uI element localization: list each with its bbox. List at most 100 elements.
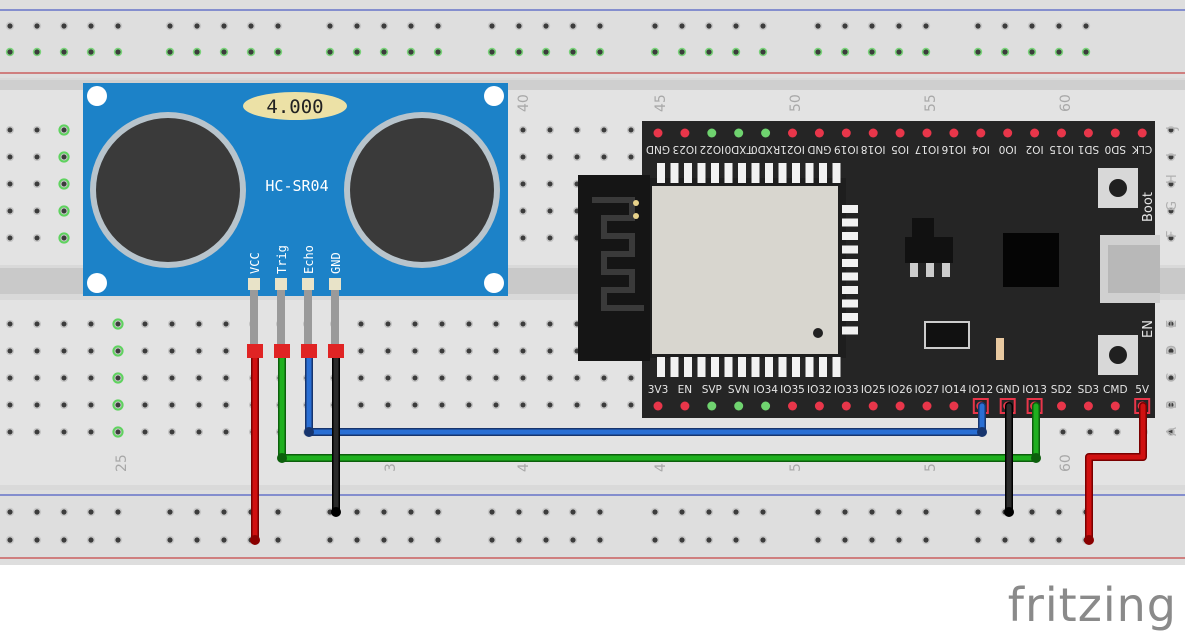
column-number: 4 bbox=[653, 463, 669, 472]
sensor-pin-pad bbox=[329, 278, 341, 290]
sensor-pin-pad bbox=[248, 278, 260, 290]
column-number: 4 bbox=[516, 463, 532, 472]
esp32-pin bbox=[976, 128, 986, 138]
esp32-pin bbox=[949, 128, 959, 138]
esp32-pin bbox=[922, 401, 932, 411]
esp32-top-pin-label: GND bbox=[807, 143, 831, 155]
pin-label-trig: Trig bbox=[275, 245, 289, 274]
mounting-hole bbox=[484, 273, 504, 293]
esp32-top-pin-label: IO4 bbox=[971, 143, 989, 155]
esp32-pin bbox=[922, 128, 932, 138]
esp32-bottom-pin-label: 5V bbox=[1135, 384, 1150, 396]
row-letter: E bbox=[1165, 320, 1180, 328]
esp32-pin bbox=[788, 401, 797, 411]
module-shield bbox=[652, 186, 838, 354]
module-pads bbox=[657, 163, 858, 377]
wires bbox=[251, 348, 1147, 544]
esp32-bottom-pin-label: CMD bbox=[1103, 384, 1127, 396]
esp32-pin bbox=[653, 401, 663, 411]
esp32-pin bbox=[761, 128, 771, 138]
esp32-bottom-pin-label: IO14 bbox=[942, 384, 967, 396]
esp32-pin bbox=[814, 401, 824, 411]
esp32-bottom-pin-label: SD3 bbox=[1078, 384, 1099, 396]
esp32-bottom-pin-label: IO33 bbox=[834, 384, 859, 396]
wire-trig-green[interactable] bbox=[279, 349, 1039, 461]
esp32-pin bbox=[788, 128, 797, 138]
row-letter: A bbox=[1165, 427, 1180, 436]
sensor-pin-pad bbox=[302, 278, 314, 290]
esp32-pin bbox=[1030, 128, 1040, 138]
row-letter: D bbox=[1165, 345, 1180, 355]
row-letter: F bbox=[1165, 231, 1180, 238]
esp32-pin bbox=[707, 128, 717, 138]
row-letter: G bbox=[1165, 201, 1180, 211]
bottom-power-rail bbox=[0, 490, 1185, 565]
mounting-hole bbox=[484, 86, 504, 106]
esp32-pin bbox=[1057, 401, 1066, 411]
esp32-top-pin-label: IO17 bbox=[915, 143, 940, 155]
esp32-pin bbox=[707, 401, 717, 411]
sensor-pin-leg bbox=[277, 290, 285, 350]
esp32-top-pin-label: TXD0 bbox=[725, 143, 754, 155]
esp32-pin bbox=[680, 401, 690, 411]
column-number: 45 bbox=[653, 94, 669, 112]
esp32-pin bbox=[653, 128, 663, 138]
esp32-bottom-pin-label: SVP bbox=[702, 384, 722, 396]
esp32-top-pin-label: IO18 bbox=[861, 143, 886, 155]
esp32-pin bbox=[680, 128, 690, 138]
esp32-bottom-pin-label: IO26 bbox=[888, 384, 913, 396]
mounting-hole bbox=[87, 273, 107, 293]
antenna-area bbox=[578, 175, 650, 361]
esp32-top-pin-label: GND bbox=[646, 143, 670, 155]
esp32-top-pin-label: IO21 bbox=[780, 143, 805, 155]
row-letter: J bbox=[1165, 126, 1180, 131]
esp32-pin bbox=[949, 401, 959, 411]
boot-label: Boot bbox=[1141, 192, 1156, 222]
column-number: 3 bbox=[383, 463, 399, 472]
usb-uart-chip bbox=[1003, 233, 1059, 287]
sensor-pin-leg bbox=[331, 290, 339, 350]
esp32-top-pin-label: SD0 bbox=[1105, 143, 1126, 155]
column-number: 25 bbox=[114, 454, 130, 472]
esp32-pin bbox=[814, 128, 824, 138]
pin-label-echo: Echo bbox=[302, 245, 316, 274]
top-power-rail bbox=[0, 0, 1185, 78]
esp32-pin bbox=[1057, 128, 1066, 138]
esp32-top-pin-label: IO0 bbox=[999, 143, 1017, 155]
column-number: 5 bbox=[788, 463, 804, 472]
esp32-bottom-pin-label: IO34 bbox=[753, 384, 778, 396]
esp32-bottom-pin-label: 3V3 bbox=[648, 384, 669, 396]
esp32-bottom-pin-label: GND bbox=[996, 384, 1020, 396]
esp32-pin bbox=[1137, 128, 1147, 138]
esp32-pin bbox=[868, 128, 878, 138]
esp32-top-pin-label: IO16 bbox=[941, 143, 966, 155]
row-letter: I bbox=[1165, 153, 1180, 157]
esp32-top-pin-label: CLK bbox=[1131, 143, 1152, 155]
en-label: EN bbox=[1141, 320, 1156, 338]
column-number: 40 bbox=[516, 94, 532, 112]
column-number: 55 bbox=[923, 94, 939, 112]
pin-label-gnd: GND bbox=[329, 252, 343, 274]
esp32-top-pin-label: IO23 bbox=[673, 143, 698, 155]
sensor-pin-leg bbox=[304, 290, 312, 350]
esp32-top-pin-label: SD1 bbox=[1078, 143, 1099, 155]
esp32-pin bbox=[895, 401, 905, 411]
wire-5v-red[interactable] bbox=[1086, 403, 1146, 543]
column-number: 50 bbox=[788, 94, 804, 112]
wire-echo-blue[interactable] bbox=[306, 349, 985, 435]
mounting-hole bbox=[87, 86, 107, 106]
esp32-pin bbox=[841, 401, 851, 411]
esp32-top-pin-label: IO22 bbox=[699, 143, 724, 155]
esp32-bottom-pin-label: IO12 bbox=[968, 384, 993, 396]
column-number: 60 bbox=[1058, 94, 1074, 112]
wire-ends bbox=[247, 344, 1094, 545]
esp32-pin bbox=[734, 401, 744, 411]
antenna-trace bbox=[592, 197, 644, 311]
esp32-bottom-pin-label: EN bbox=[678, 384, 693, 396]
esp32-top-pin-label: IO2 bbox=[1026, 143, 1044, 155]
hc-sr04-sensor[interactable]: 4.000 HC-SR04 VCC Trig Echo GND bbox=[83, 83, 508, 350]
regulator-chip bbox=[905, 237, 953, 263]
esp32-top-pin-label: IO5 bbox=[891, 143, 909, 155]
